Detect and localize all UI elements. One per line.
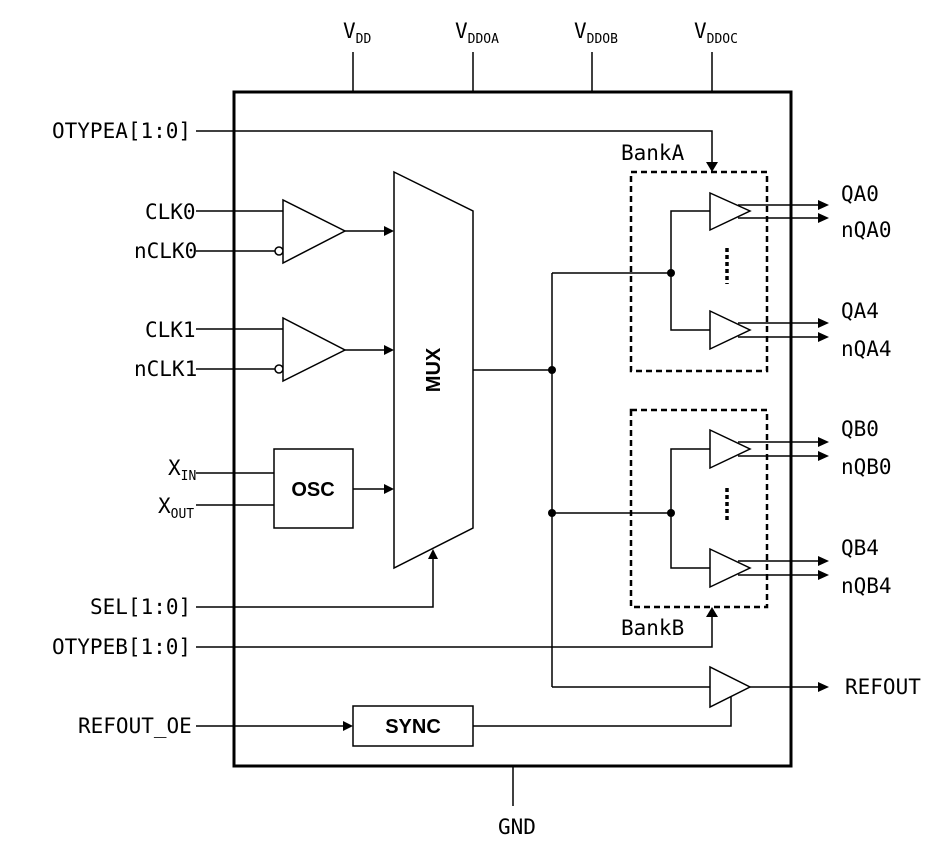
bankb-buffer-qb4 [709,547,752,589]
xin-label: XIN [168,456,196,484]
input-buffer-1 [282,316,347,383]
clk1-label: CLK1 [145,318,196,342]
vddoc-label: VDDOC [694,19,738,47]
banka-buffer-qa0 [709,191,752,232]
otypeb-label: OTYPEB[1:0] [52,635,191,659]
otypea-arrowhead [706,162,718,172]
banka-buffer-qa4 [709,309,752,351]
bankb-buffer-qb0 [709,428,752,470]
vdd-label: VDD [343,19,371,47]
qb4-label: QB4 [841,536,879,560]
qb0-label: QB0 [841,417,879,441]
chip-outline [232,90,793,768]
bankb-internal-wire [670,448,710,569]
nqa0-arrowhead [818,213,829,223]
refout-buffer [709,665,752,709]
bankb-label: BankB [621,616,684,640]
sel-arrowhead [428,549,438,559]
mux-label: MUX [423,347,445,392]
bankb-dashed-box [629,408,769,609]
sel-wire [196,559,434,608]
nqb4-label: nQB4 [841,574,892,598]
vddob-label: VDDOB [574,19,618,47]
nqb0-label: nQB0 [841,455,892,479]
qa0-arrowhead [818,200,829,210]
refout-oe-arrowhead [343,721,353,731]
nqa4-label: nQA4 [841,337,892,361]
nqa4-arrowhead [818,332,829,342]
clk0-label: CLK0 [145,200,196,224]
vddoa-label: VDDOA [455,19,499,47]
nclk0-inversion-bubble [274,246,284,256]
qa4-label: QA4 [841,299,879,323]
qb0-arrowhead [818,437,829,447]
nqa0-label: nQA0 [841,218,892,242]
osc-label: OSC [291,479,334,501]
otypea-wire [196,130,713,162]
sync-label: SYNC [385,716,441,738]
otypeb-wire [196,617,713,648]
otypeb-arrowhead [706,607,718,617]
nclk1-inversion-bubble [274,364,284,374]
gnd-label: GND [498,815,536,839]
osc-to-mux-arrowhead [384,484,394,494]
buffer0-to-mux-arrowhead [384,226,394,236]
refout-arrowhead [818,682,829,692]
banka-label: BankA [621,141,685,165]
buffer1-to-mux-arrowhead [384,345,394,355]
mux-block [393,170,474,570]
qa0-label: QA0 [841,182,879,206]
nqb0-arrowhead [818,451,829,461]
refout-label: REFOUT [845,675,921,699]
otypea-label: OTYPEA[1:0] [52,119,191,143]
input-buffer-0 [282,198,347,265]
sel-label: SEL[1:0] [90,595,191,619]
xout-label: XOUT [158,494,194,522]
nclk1-label: nCLK1 [134,357,197,381]
banka-dashed-box [629,170,769,373]
qa4-arrowhead [818,318,829,328]
nclk0-label: nCLK0 [134,239,197,263]
refout-oe-label: REFOUT_OE [78,714,192,738]
qb4-arrowhead [818,556,829,566]
sync-to-refout-enable-wire [473,697,732,727]
banka-internal-wire [670,210,710,331]
nqb4-arrowhead [818,570,829,580]
sync-block [352,705,474,747]
